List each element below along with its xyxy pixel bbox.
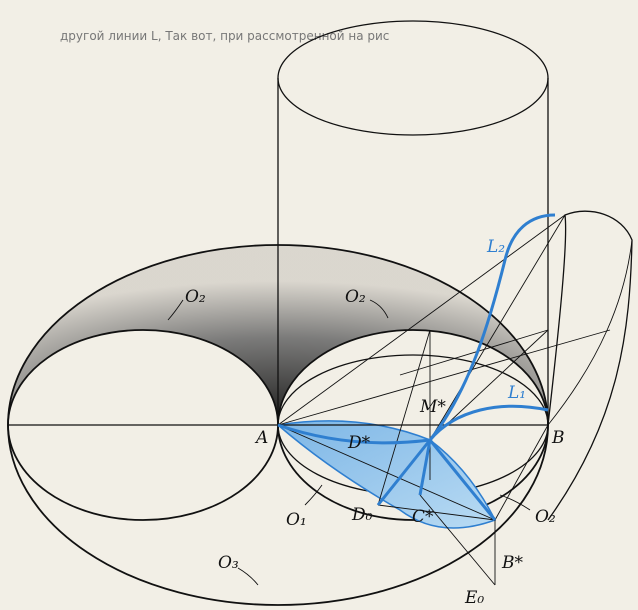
label-b: B bbox=[551, 428, 565, 448]
curve-l2 bbox=[428, 213, 556, 441]
blue-line-b bbox=[376, 439, 432, 506]
blue-line-c bbox=[418, 439, 432, 496]
label-o2-mid: O₂ bbox=[345, 287, 366, 307]
blue-line-d bbox=[428, 439, 497, 521]
label-o2-lower-right: O₂ bbox=[535, 507, 556, 527]
label-o1: O₁ bbox=[286, 510, 307, 530]
arrow-o2-lower bbox=[499, 494, 531, 511]
label-o2-left: O₂ bbox=[185, 287, 206, 307]
label-c-star: C* bbox=[412, 507, 434, 527]
label-m-star: M* bbox=[419, 397, 446, 417]
right-surface-curve-2 bbox=[547, 239, 633, 426]
label-o3: O₃ bbox=[218, 553, 239, 573]
label-d-star: D* bbox=[347, 433, 371, 453]
arrow-o1 bbox=[304, 484, 323, 506]
label-d0: D₀ bbox=[351, 505, 373, 525]
blue-line-a bbox=[277, 423, 431, 445]
right-surface-curve bbox=[547, 210, 633, 521]
label-b-star: B* bbox=[501, 553, 523, 573]
arrow-o3 bbox=[237, 567, 259, 586]
arrow-o2-left bbox=[167, 299, 184, 321]
blue-shaded-region bbox=[276, 420, 497, 529]
label-e0: E₀ bbox=[464, 588, 484, 608]
header-text: другой линии L, Так вот, при рассмотренн… bbox=[60, 29, 389, 43]
curve-l1 bbox=[428, 404, 549, 441]
label-a: A bbox=[254, 428, 268, 448]
arrow-o2-mid bbox=[369, 299, 389, 319]
label-l1: L₁ bbox=[507, 383, 526, 403]
label-l2: L₂ bbox=[486, 237, 505, 257]
